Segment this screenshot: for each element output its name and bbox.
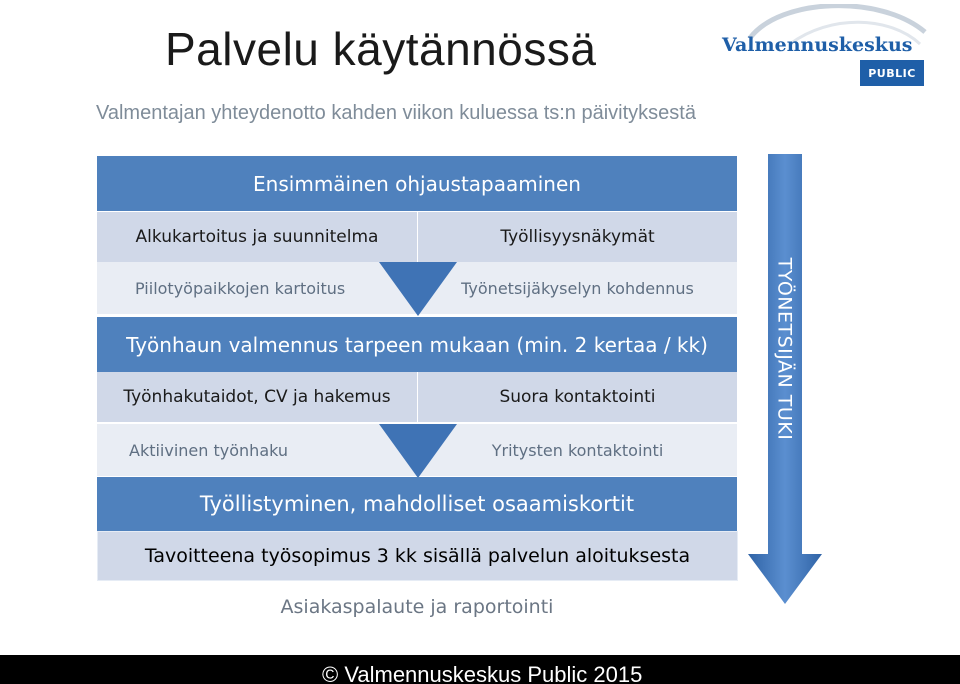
down-arrow-icon: [379, 424, 457, 478]
footer-bar: [0, 655, 960, 684]
logo-name: Valmennuskeskus: [722, 34, 913, 56]
logo-swoosh-icon: [748, 4, 927, 46]
stage2-left-main: Työnhakutaidot, CV ja hakemus: [97, 372, 417, 422]
feedback-row: Asiakaspalaute ja raportointi: [97, 582, 737, 632]
stage1-right-main: Työllisyysnäkymät: [418, 212, 737, 262]
company-logo: Valmennuskeskus PUBLIC: [720, 4, 930, 88]
footer-copyright: © Valmennuskeskus Public 2015: [322, 662, 643, 684]
stage1-header: Ensimmäinen ohjaustapaaminen: [97, 156, 737, 211]
side-support-label: TYÖNETSIJÄN TUKI: [773, 257, 795, 441]
stage2-header: Työnhaun valmennus tarpeen mukaan (min. …: [97, 317, 737, 372]
logo-badge: PUBLIC: [860, 60, 924, 86]
stage2-right-main: Suora kontaktointi: [418, 372, 737, 422]
goal-row: Tavoitteena työsopimus 3 kk sisällä palv…: [97, 531, 738, 581]
stage3-header: Työllistyminen, mahdolliset osaamiskorti…: [97, 477, 737, 531]
slide-title: Palvelu käytännössä: [165, 23, 597, 75]
stage1-left-main: Alkukartoitus ja suunnitelma: [97, 212, 417, 262]
stage2-right-sub: Yritysten kontaktointi: [418, 424, 737, 476]
slide-subtitle: Valmentajan yhteydenotto kahden viikon k…: [96, 102, 696, 124]
down-arrow-icon: [379, 262, 457, 316]
side-down-arrow-icon: [748, 154, 822, 604]
stage1-right-sub: Työnetsijäkyselyn kohdennus: [418, 262, 737, 314]
